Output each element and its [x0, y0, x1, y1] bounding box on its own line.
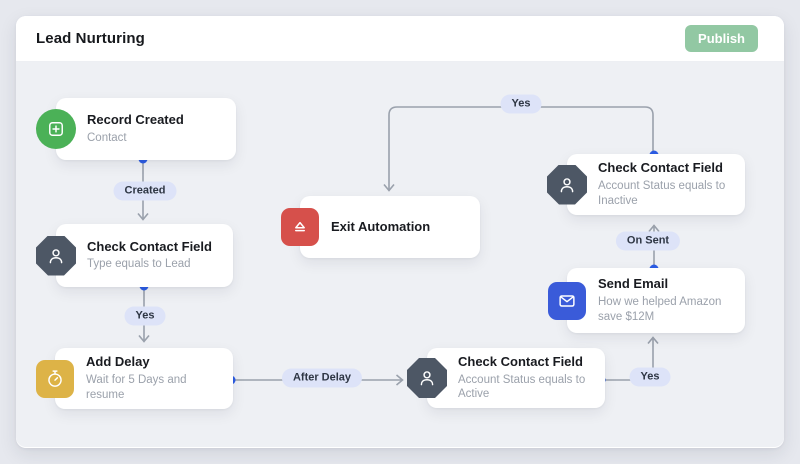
record-plus-icon	[36, 109, 76, 149]
header: Lead Nurturing Publish	[16, 16, 784, 62]
node-check-contact-active[interactable]: Check Contact Field Account Status equal…	[407, 348, 605, 408]
node-subtitle: Account Status equals to Inactive	[598, 180, 726, 207]
edge-label-on-sent: On Sent	[615, 231, 681, 251]
arrow-right-icon	[395, 374, 404, 386]
eject-icon	[281, 208, 319, 246]
node-send-email[interactable]: Send Email How we helped Amazon save $12…	[548, 268, 745, 333]
edge-label-yes-1: Yes	[124, 306, 166, 326]
node-add-delay[interactable]: Add Delay Wait for 5 Days and resume	[36, 348, 233, 409]
person-icon	[407, 358, 447, 398]
edge-label-created: Created	[113, 181, 177, 201]
arrow-down-icon	[138, 334, 150, 343]
node-title: Check Contact Field	[458, 353, 583, 369]
node-subtitle: Wait for 5 Days and resume	[86, 374, 187, 401]
arrow-down-icon	[383, 183, 395, 192]
arrow-down-icon	[137, 212, 149, 221]
node-title: Exit Automation	[331, 218, 431, 234]
page-title: Lead Nurturing	[36, 30, 145, 47]
edge-label-yes-2: Yes	[629, 367, 671, 387]
node-title: Check Contact Field	[87, 238, 212, 254]
arrow-up-icon	[647, 336, 659, 345]
person-icon	[547, 164, 587, 205]
node-title: Add Delay	[86, 354, 150, 370]
stopwatch-icon	[36, 359, 74, 398]
node-subtitle: Account Status equals to Active	[458, 373, 586, 401]
edge-label-after-delay: After Delay	[281, 368, 363, 388]
node-title: Record Created	[87, 112, 184, 128]
person-icon	[36, 235, 76, 276]
publish-button[interactable]: Publish	[685, 25, 758, 52]
node-check-contact-lead[interactable]: Check Contact Field Type equals to Lead	[36, 224, 233, 287]
node-check-contact-inactive[interactable]: Check Contact Field Account Status equal…	[547, 154, 745, 215]
node-record-created[interactable]: Record Created Contact	[36, 98, 236, 160]
envelope-icon	[548, 281, 586, 320]
automation-editor-window: Lead Nurturing Publish	[16, 16, 784, 448]
arrow-up-icon	[648, 224, 660, 233]
node-subtitle: Type equals to Lead	[87, 258, 191, 271]
node-subtitle: How we helped Amazon save $12M	[598, 296, 722, 323]
node-title: Check Contact Field	[598, 160, 723, 176]
node-subtitle: Contact	[87, 131, 127, 144]
node-exit-automation[interactable]: Exit Automation	[281, 196, 480, 258]
flow-canvas[interactable]: Record Created Contact Check Contact Fie…	[16, 62, 784, 447]
node-title: Send Email	[598, 276, 669, 292]
edge-label-yes-3: Yes	[500, 94, 542, 114]
